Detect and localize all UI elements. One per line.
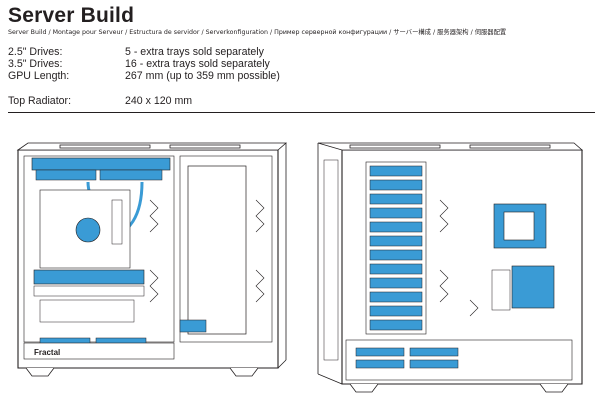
right-case-view: [317, 142, 584, 393]
brand-logo-text: Fractal: [34, 348, 60, 357]
page-subtitle: Server Build / Montage pour Serveur / Es…: [8, 29, 507, 36]
spec-value: 240 x 120 mm: [125, 95, 193, 107]
spec-label: 2.5" Drives:: [8, 46, 63, 58]
spec-value: 267 mm (up to 359 mm possible): [125, 70, 280, 82]
section-divider: [8, 112, 595, 113]
spec-label: Top Radiator:: [8, 95, 72, 107]
spec-value: 5 - extra trays sold separately: [125, 46, 264, 58]
spec-label: GPU Length:: [8, 70, 70, 82]
spec-label: 3.5" Drives:: [8, 58, 63, 70]
spec-value: 16 - extra trays sold separately: [125, 58, 270, 70]
left-case-view: Fractal: [16, 142, 288, 377]
page-title: Server Build: [8, 4, 135, 27]
